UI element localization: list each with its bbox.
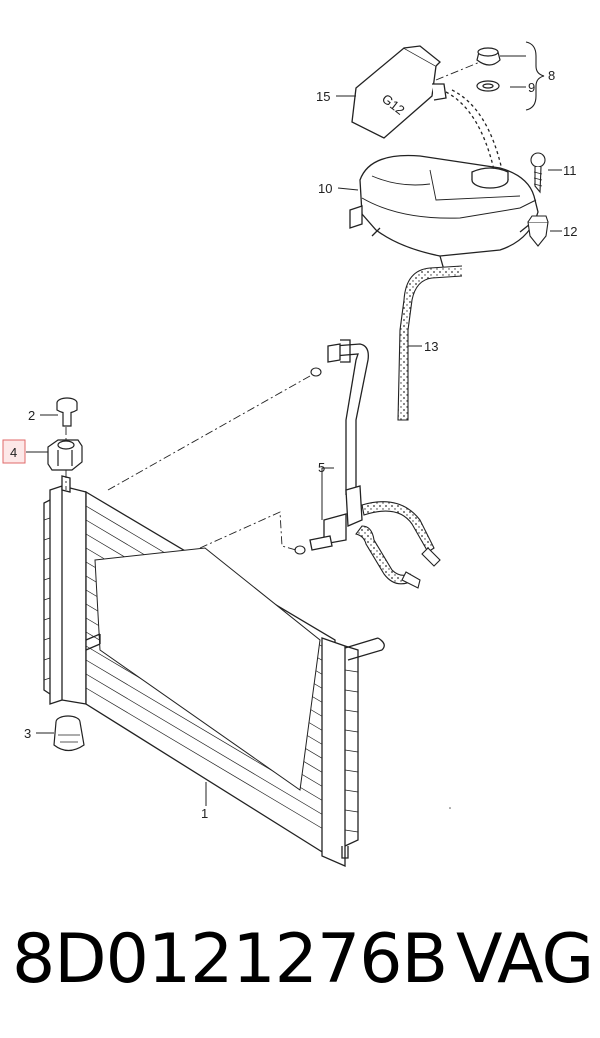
- callout-3: 3: [24, 726, 31, 741]
- filler-cap: [476, 47, 501, 66]
- mounting-bolt: [56, 397, 78, 427]
- coolant-pipe: [309, 339, 369, 551]
- part-number: 8D0121276B: [12, 920, 448, 999]
- callout-2: 2: [28, 408, 35, 423]
- callout-9: 9: [528, 80, 535, 95]
- left-tank-fins: [43, 517, 51, 681]
- stray-mark: [449, 807, 451, 809]
- right-tank-fins: [344, 669, 359, 833]
- cooling-system-exploded-diagram: G12: [2, 41, 577, 867]
- coolant-bottle: G12: [351, 45, 503, 171]
- callout-13: 13: [424, 339, 438, 354]
- cap-seal-ring: [476, 80, 500, 92]
- brace-8: [525, 41, 545, 111]
- callout-1: 1: [201, 806, 208, 821]
- screw: [530, 152, 546, 194]
- callout-5: 5: [318, 460, 325, 475]
- callout-12: 12: [563, 224, 577, 239]
- callout-4: 4: [10, 445, 17, 460]
- callout-8: 8: [548, 68, 555, 83]
- overflow-hose: [397, 265, 463, 421]
- callout-labels: 1 2 3 4 5 8 9 10 11 12 13 15: [10, 68, 577, 821]
- assembly-lines: [65, 61, 481, 551]
- leader-lines: [26, 55, 562, 806]
- o-ring-upper: [310, 367, 322, 377]
- callout-15: 15: [316, 89, 330, 104]
- o-ring-lower: [294, 545, 306, 555]
- brand-name: VAG: [456, 920, 594, 999]
- lower-rubber-mount: [53, 715, 85, 752]
- callout-4-highlight: [2, 439, 26, 464]
- radiator: [43, 475, 385, 867]
- callout-11: 11: [563, 163, 577, 178]
- clip-nut: [527, 215, 549, 247]
- callout-10: 10: [318, 181, 332, 196]
- heater-hoses: [355, 501, 441, 589]
- expansion-tank: [349, 154, 539, 271]
- part-number-caption: 8D0121276B VAG: [0, 905, 600, 1015]
- rubber-bushing: [47, 439, 83, 471]
